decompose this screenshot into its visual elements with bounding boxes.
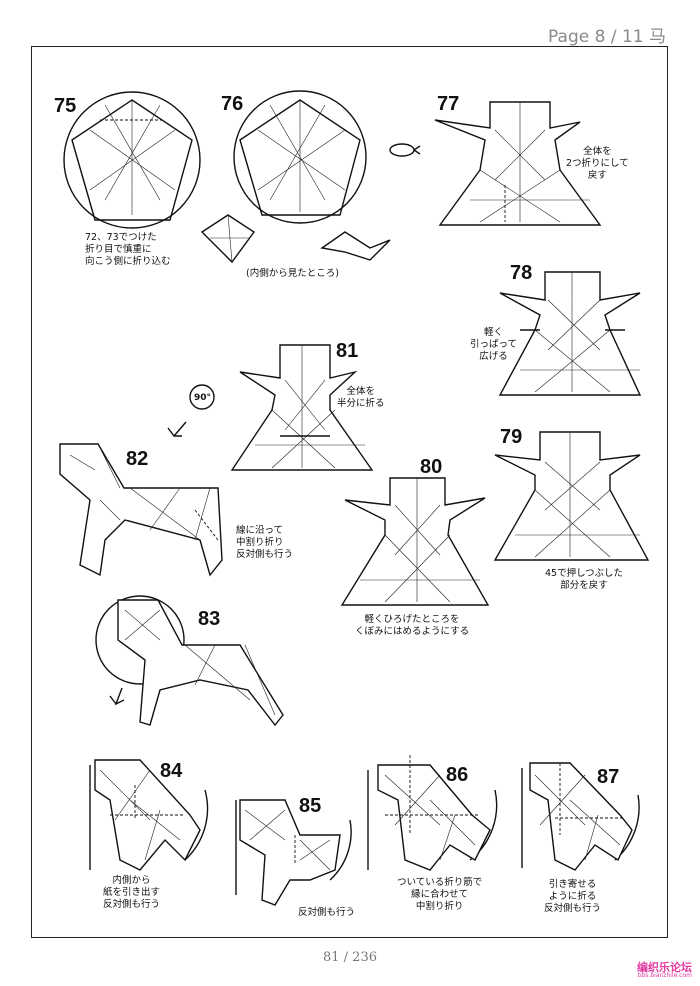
step-number: 79 [500, 426, 523, 448]
step-note: 全体を 2つ折りにして 戻す [566, 146, 629, 181]
step-number: 75 [54, 95, 77, 117]
step-number: 83 [198, 608, 221, 630]
step-84-diagram [89, 759, 209, 871]
step-87-diagram [521, 762, 640, 871]
watermark-line1: 编织乐论坛 [637, 961, 692, 974]
page-number: 81 / 236 [323, 950, 377, 965]
step-number: 86 [446, 764, 469, 786]
page-indicator: Page 8 / 11 马 [548, 27, 666, 47]
step-77-diagram [434, 101, 602, 226]
step-86-diagram [367, 755, 498, 871]
step-number: 77 [437, 93, 460, 115]
step-78-diagram [498, 271, 642, 396]
step-note: 引き寄せる ように折る 反対側も行う [544, 879, 602, 914]
rotate-90-icon [189, 384, 215, 410]
step-82-diagram [59, 443, 223, 577]
step-number: 82 [126, 448, 149, 470]
step-number: 78 [510, 262, 533, 284]
step-note: 72、73でつけた 折り目で慎重に 向こう側に折り込む [85, 232, 171, 267]
step-85-diagram [235, 799, 352, 906]
step-note: 軽く 引っぱって 広げる [470, 327, 518, 362]
diagram-frame [31, 46, 668, 938]
step-note: 軽くひろげたところを くぼみにはめるようにする [355, 614, 470, 637]
arrow-down-icon-2 [109, 687, 125, 706]
rotation-badge: 90° [194, 393, 212, 403]
step-note: (内側から見たところ) [246, 268, 339, 279]
step-note: 線に沿って 中割り折り 反対側も行う [236, 525, 294, 560]
step-number: 81 [336, 340, 359, 362]
step-81-diagram [230, 344, 374, 471]
step-76-diagram [233, 90, 391, 261]
arrow-down-icon-1 [167, 421, 187, 437]
watermark: 编织乐论坛 bbs.bianzhile.com [637, 962, 692, 979]
step-83-diagram [95, 595, 284, 727]
watermark-line2: bbs.bianzhile.com [637, 972, 692, 979]
step-number: 87 [597, 766, 620, 788]
step-80-diagram [340, 477, 490, 606]
turn-over-icon [389, 143, 421, 157]
step-note: 全体を 半分に折る [337, 386, 385, 409]
step-number: 76 [221, 93, 244, 115]
step-note: ついている折り筋で 縁に合わせて 中割り折り [397, 877, 483, 912]
step-75-diagram [63, 91, 256, 264]
step-number: 80 [420, 456, 443, 478]
step-number: 84 [160, 760, 183, 782]
step-note: 反対側も行う [298, 907, 356, 918]
step-number: 85 [299, 795, 322, 817]
step-note: 45で押しつぶした 部分を戻す [545, 568, 624, 591]
step-note: 内側から 紙を引き出す 反対側も行う [103, 875, 161, 910]
step-79-diagram [493, 431, 650, 561]
